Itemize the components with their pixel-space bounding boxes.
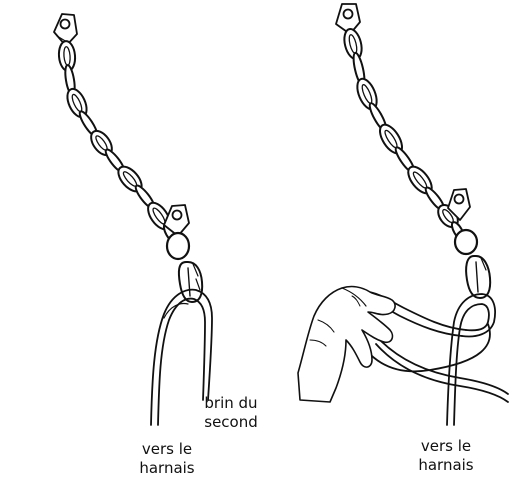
right-chain	[342, 27, 467, 241]
right-carabiner	[466, 256, 490, 298]
second-strand-label: brin du second	[196, 394, 266, 432]
left-chain	[58, 40, 179, 243]
left-harness-label: vers le harnais	[127, 440, 207, 478]
left-carabiner	[179, 262, 202, 302]
second-strand-label-line1: brin du	[196, 394, 266, 413]
left-harness-label-line2: harnais	[127, 459, 207, 478]
left-connector-ring	[167, 233, 189, 259]
right-harness-label-line2: harnais	[406, 456, 486, 475]
second-strand-label-line2: second	[196, 413, 266, 432]
left-figure	[54, 14, 212, 425]
hand-drawing	[298, 287, 395, 402]
right-figure	[298, 4, 508, 425]
right-connector-ring	[455, 230, 477, 254]
left-harness-label-line1: vers le	[127, 440, 207, 459]
right-harness-label: vers le harnais	[406, 437, 486, 475]
right-harness-label-line1: vers le	[406, 437, 486, 456]
